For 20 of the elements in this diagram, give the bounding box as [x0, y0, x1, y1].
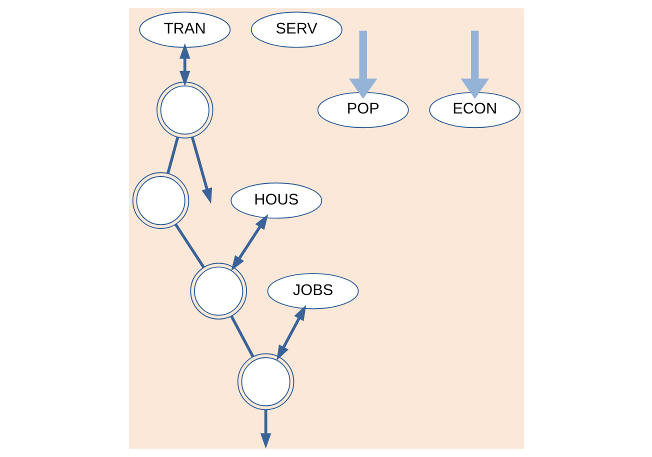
connector: [174, 224, 204, 268]
node-ellipse: HOUS: [230, 182, 322, 219]
arrow: [260, 410, 271, 449]
arrow: [230, 214, 268, 272]
node-ellipse: POP: [316, 92, 408, 128]
arrow: [178, 43, 190, 86]
node-ellipse: ECON: [428, 92, 520, 128]
node-ellipse: JOBS: [266, 273, 358, 310]
connector: [166, 136, 179, 174]
arrow: [276, 304, 306, 361]
node-cloud: [236, 353, 294, 410]
arrow: [460, 30, 488, 99]
arrow: [190, 136, 212, 204]
arrow: [348, 30, 377, 99]
node-cloud: [156, 82, 213, 138]
connector: [230, 316, 254, 358]
node-cloud: [132, 172, 189, 229]
node-ellipse: TRAN: [138, 12, 230, 48]
node-ellipse: SERV: [250, 12, 342, 48]
node-cloud: [190, 262, 247, 320]
